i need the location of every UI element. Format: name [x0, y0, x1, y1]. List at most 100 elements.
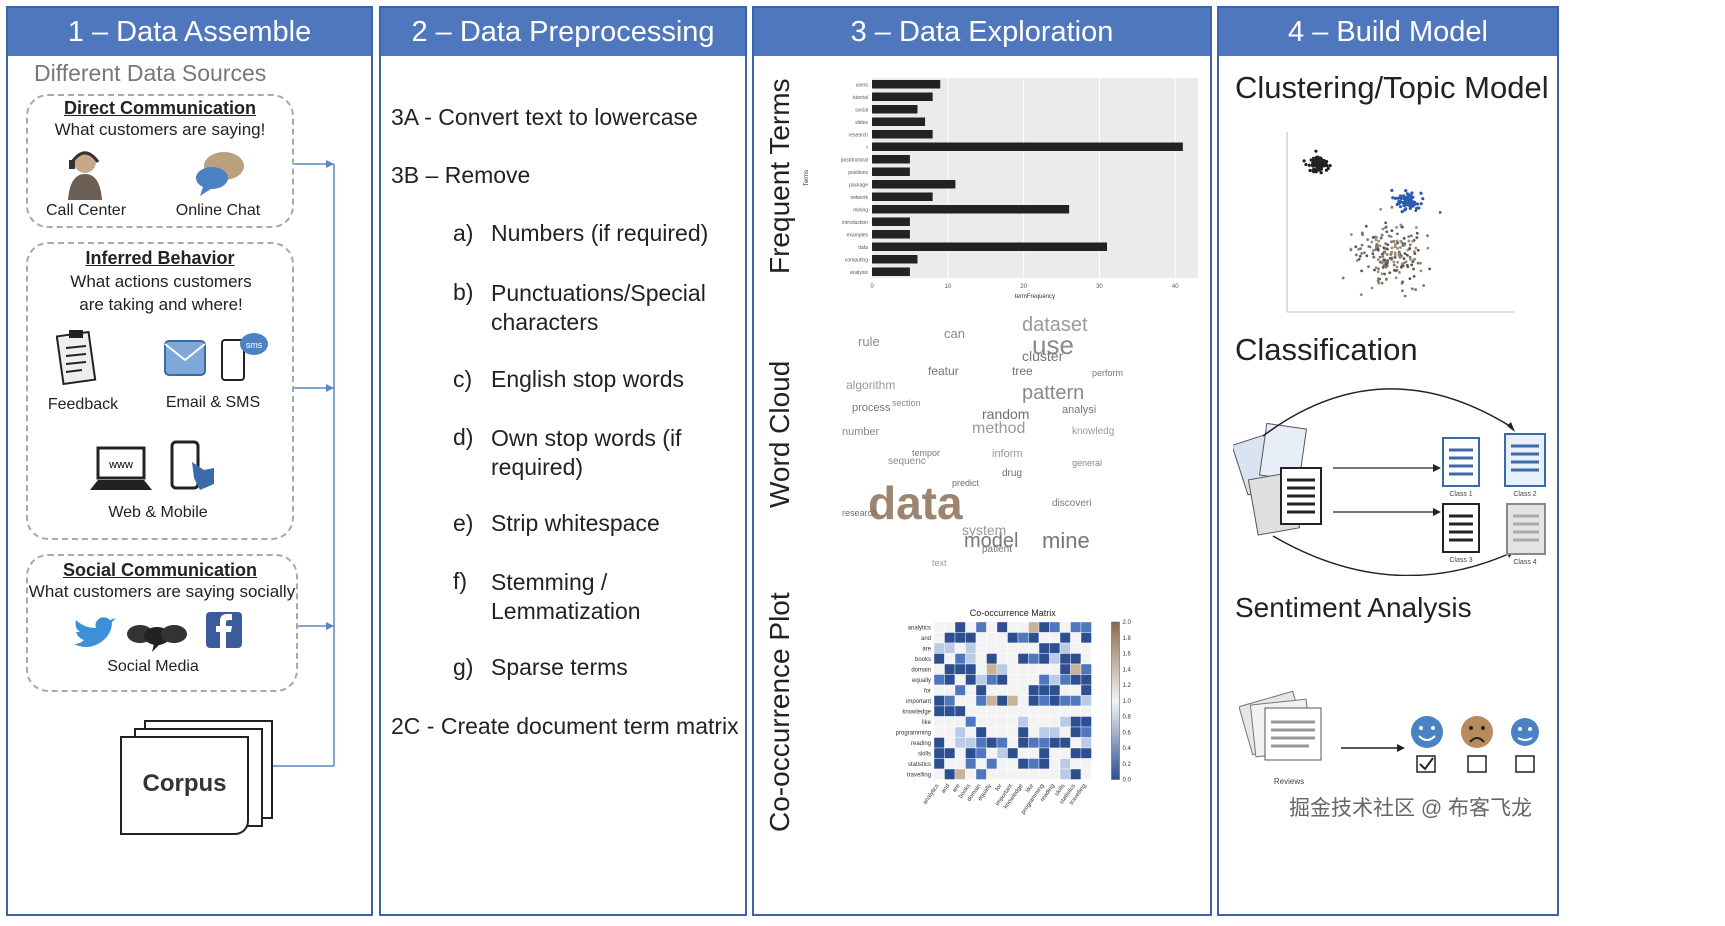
heatmap-cell — [1038, 621, 1050, 633]
scatter-point — [1408, 255, 1412, 259]
scatter-point — [1363, 251, 1366, 255]
bar — [872, 230, 910, 239]
heatmap-cell — [944, 642, 956, 654]
heatmap-cell — [1070, 663, 1082, 675]
scatter-point — [1376, 244, 1379, 248]
heatmap-cell — [954, 716, 966, 728]
x-tick-label: 10 — [944, 284, 951, 290]
scatter-point — [1406, 201, 1410, 206]
heatmap-cell — [1049, 737, 1061, 749]
heatmap-cell — [1028, 695, 1040, 707]
heatmap-cell — [986, 716, 998, 728]
scatter-point — [1410, 263, 1414, 267]
x-tick-label: 30 — [1096, 284, 1103, 290]
heatmap-col-label: for — [995, 783, 1004, 792]
scatter-point — [1375, 235, 1379, 239]
heatmap-cell — [944, 695, 956, 707]
heatmap-cell — [1007, 716, 1019, 728]
heatmap-cell — [1049, 663, 1061, 675]
heatmap-cell — [996, 726, 1008, 738]
heatmap-cell — [933, 684, 945, 696]
corpus-label: Corpus — [142, 770, 227, 797]
heatmap-cell — [933, 768, 945, 780]
scatter-point — [1393, 251, 1397, 255]
scatter-point — [1412, 275, 1416, 278]
heatmap-cell — [975, 747, 987, 759]
heatmap-cell — [986, 663, 998, 675]
heatmap-cell — [944, 716, 956, 728]
heatmap-cell — [1028, 716, 1040, 728]
scatter-point — [1371, 252, 1375, 256]
step-stemming: Stemming / Lemmatization — [491, 569, 641, 624]
scatter-point — [1319, 171, 1323, 175]
scatter-point — [1402, 203, 1406, 207]
heatmap-cell — [1080, 684, 1092, 696]
scatter-point — [1400, 241, 1404, 245]
bar — [872, 180, 956, 189]
scatter-point — [1367, 265, 1370, 269]
heatmap-row-label: programming — [896, 731, 931, 737]
scatter-point — [1316, 157, 1321, 161]
bar — [872, 117, 926, 126]
scatter-point — [1392, 260, 1396, 264]
call-center-icon — [68, 151, 102, 200]
heatmap-cell — [1028, 653, 1040, 665]
heatmap-cell — [944, 621, 956, 633]
heatmap-cell — [986, 684, 998, 696]
heatmap-cell — [933, 674, 945, 686]
heatmap-cell — [1038, 632, 1050, 644]
heatmap-cell — [1007, 663, 1019, 675]
heatmap-cell — [944, 684, 956, 696]
word-cloud-term: method — [972, 420, 1026, 437]
email-sms-label: Email & SMS — [165, 394, 261, 411]
step-lowercase: 3A - Convert text to lowercase — [391, 104, 698, 130]
word-cloud-term: knowledg — [1072, 426, 1115, 437]
scatter-point — [1377, 239, 1381, 243]
heatmap-cell — [996, 653, 1008, 665]
panel-header: 4 – Build Model — [1219, 8, 1557, 56]
heatmap-cell — [996, 674, 1008, 686]
heatmap-cell — [965, 621, 977, 633]
heatmap-cell — [1070, 684, 1082, 696]
heatmap-cell — [944, 726, 956, 738]
heatmap-cell — [965, 768, 977, 780]
heatmap-cell — [1049, 716, 1061, 728]
heatmap-cell — [1080, 642, 1092, 654]
scatter-point — [1400, 262, 1404, 266]
call-center-label: Call Center — [45, 202, 127, 219]
heatmap-cell — [1017, 747, 1029, 759]
heatmap-cell — [933, 695, 945, 707]
scatter-point — [1393, 245, 1397, 249]
heatmap-cell — [1070, 758, 1082, 770]
step-remove: 3B – Remove — [391, 162, 531, 188]
heatmap-cell — [1017, 632, 1029, 644]
step-english-stop-words: English stop words — [491, 366, 685, 392]
heatmap-cell — [965, 684, 977, 696]
scatter-point — [1404, 189, 1408, 193]
panel-data-exploration: 3 – Data Exploration Frequent Terms Word… — [752, 6, 1212, 916]
heatmap-cell — [1059, 726, 1071, 738]
y-tick-label: users — [856, 82, 869, 88]
scatter-point — [1368, 245, 1372, 249]
source-to-corpus-connector — [256, 160, 335, 770]
sms-phone-icon: sms — [221, 333, 268, 381]
heatmap-cell — [933, 663, 945, 675]
colorbar-tick-label: 1.4 — [1123, 667, 1132, 673]
mixed-documents-icon — [1233, 422, 1322, 536]
heatmap-cell — [933, 737, 945, 749]
panel-header: 1 – Data Assemble — [8, 8, 371, 56]
scatter-point — [1311, 156, 1316, 161]
heatmap-cell — [1070, 632, 1082, 644]
heatmap-cell — [1049, 632, 1061, 644]
scatter-point — [1325, 164, 1329, 168]
class3-label: Class 3 — [1449, 557, 1472, 564]
scatter-point — [1349, 247, 1353, 251]
heatmap-cell — [975, 695, 987, 707]
heatmap-cell — [1049, 705, 1061, 717]
heatmap-cell — [944, 705, 956, 717]
scatter-point — [1419, 269, 1423, 273]
scatter-point — [1314, 149, 1318, 153]
y-tick-label: r — [866, 145, 868, 151]
heatmap-cell — [944, 768, 956, 780]
